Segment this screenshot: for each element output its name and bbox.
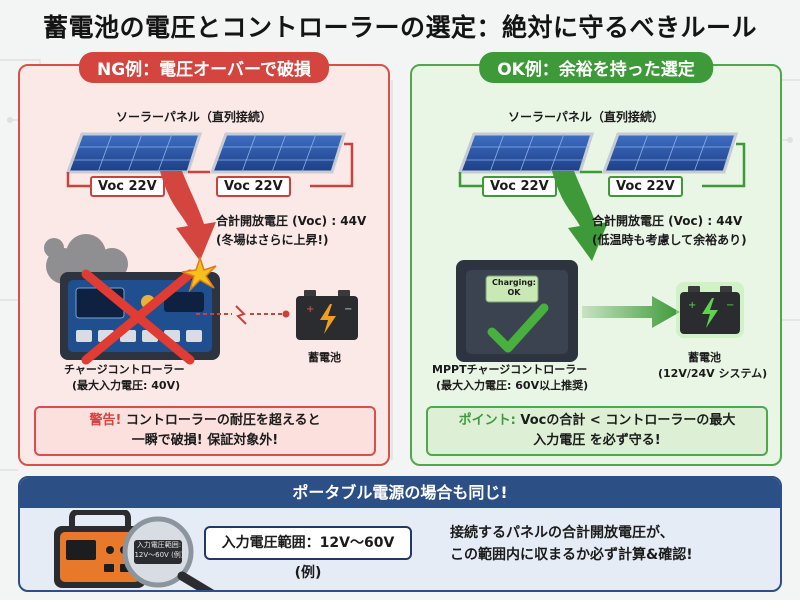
instruction-line2: この範囲内に収まるか必ず計算&確認! [450,547,693,563]
broken-connection-icon [196,305,290,325]
svg-text:+: + [306,304,314,315]
ok-mppt-controller-icon [456,260,578,362]
svg-text:−: − [726,300,734,311]
input-voltage-range-label: 入力電圧範囲：12V〜60V (例) [204,526,412,581]
magnifier-line1: 入力電圧範囲: [136,541,182,549]
ng-total-voc-label: 合計開放電圧 (Voc) : 44V [216,214,367,228]
screen-line1: Charging: [492,278,536,287]
magnifier-line2: 12V〜60V (例) [134,551,184,559]
point-line2: 入力電圧 を必ず守る! [533,433,661,448]
ng-solar-panel-label: ソーラーパネル（直列接続） [116,110,272,124]
cross-mark-icon [81,269,195,365]
ok-controller-screen: Charging: OK [490,278,538,298]
ok-battery-spec: (12V/24V システム) [658,367,768,380]
ok-total-voc-note: (低温時も考慮して余裕あり) [592,233,747,247]
ng-down-arrow-icon [160,171,216,261]
portable-power-instructions: 接続するパネルの合計開放電圧が、 この範囲内に収まるか必ず計算&確認! [450,522,770,566]
ng-solar-panels-icon [65,132,354,188]
ok-battery-icon: + − [676,282,744,338]
ok-point-box: ポイント: Vocの合計 < コントローラーの最大 入力電圧 を必ず守る! [426,406,768,456]
magnifier-icon [122,516,215,590]
ok-controller-name: MPPTチャージコントローラー [432,363,588,376]
warning-prefix: 警告! [89,413,122,428]
ok-right-arrow-icon [582,296,680,328]
portable-power-heading: ポータブル電源の場合も同じ! [20,478,780,508]
solar-panel-right [601,132,739,174]
ok-voc-right-label: Voc 22V [608,176,683,197]
point-line1: Vocの合計 < コントローラーの最大 [515,413,736,428]
ng-total-voc-note: (冬場はさらに上昇!) [216,233,329,247]
portable-power-station-icon [54,510,146,588]
ok-down-arrow-icon [552,171,608,261]
ok-solar-panels-icon [457,132,746,188]
check-mark-icon [487,303,549,353]
warning-line2: 一瞬で破損! 保証対象外! [131,433,279,448]
ng-controller-spec: (最大入力電圧: 40V) [72,379,181,392]
ok-example-panel: OK例：余裕を持った選定 ソーラーパネル（直列接続） Voc 22V Voc [410,52,782,466]
ok-battery-label: 蓄電池 [688,351,721,364]
ok-controller-spec: (最大入力電圧: 60V以上推奨) [436,379,589,392]
ng-tab: NG例：電圧オーバーで破損 [79,52,329,83]
page-title: 蓄電池の電圧とコントローラーの選定：絶対に守るべきルール [42,13,757,42]
ng-warning-box: 警告! コントローラーの耐圧を超えると 一瞬で破損! 保証対象外! [34,406,376,456]
ng-voc-left-label: Voc 22V [90,176,165,197]
ng-example-panel: NG例：電圧オーバーで破損 ソーラーパネル（直列接続） Voc 22V Voc [18,52,390,466]
ng-battery-icon: + − [296,290,358,340]
ok-total-voc-label: 合計開放電圧 (Voc) : 44V [592,214,743,228]
portable-power-section: ポータブル電源の場合も同じ! 入力電圧範囲: 12V〜60V (例) 入力電圧範… [18,476,782,592]
svg-text:−: − [344,304,352,315]
svg-text:+: + [688,300,696,311]
point-prefix: ポイント: [458,413,516,428]
ng-controller-name: チャージコントローラー [64,363,185,376]
magnifier-label: 入力電圧範囲: 12V〜60V (例) [134,540,184,560]
spark-icon [181,256,217,292]
solar-panel-right [209,132,347,174]
ok-voc-left-label: Voc 22V [482,176,557,197]
ng-battery-label: 蓄電池 [308,351,341,364]
warning-line1: コントローラーの耐圧を超えると [121,413,321,428]
ok-tab: OK例：余裕を持った選定 [479,52,713,83]
ng-charge-controller-icon [60,269,220,365]
instruction-line1: 接続するパネルの合計開放電圧が、 [450,525,674,541]
ng-voc-right-label: Voc 22V [216,176,291,197]
ok-solar-panel-label: ソーラーパネル（直列接続） [508,110,664,124]
screen-line2: OK [507,288,521,297]
